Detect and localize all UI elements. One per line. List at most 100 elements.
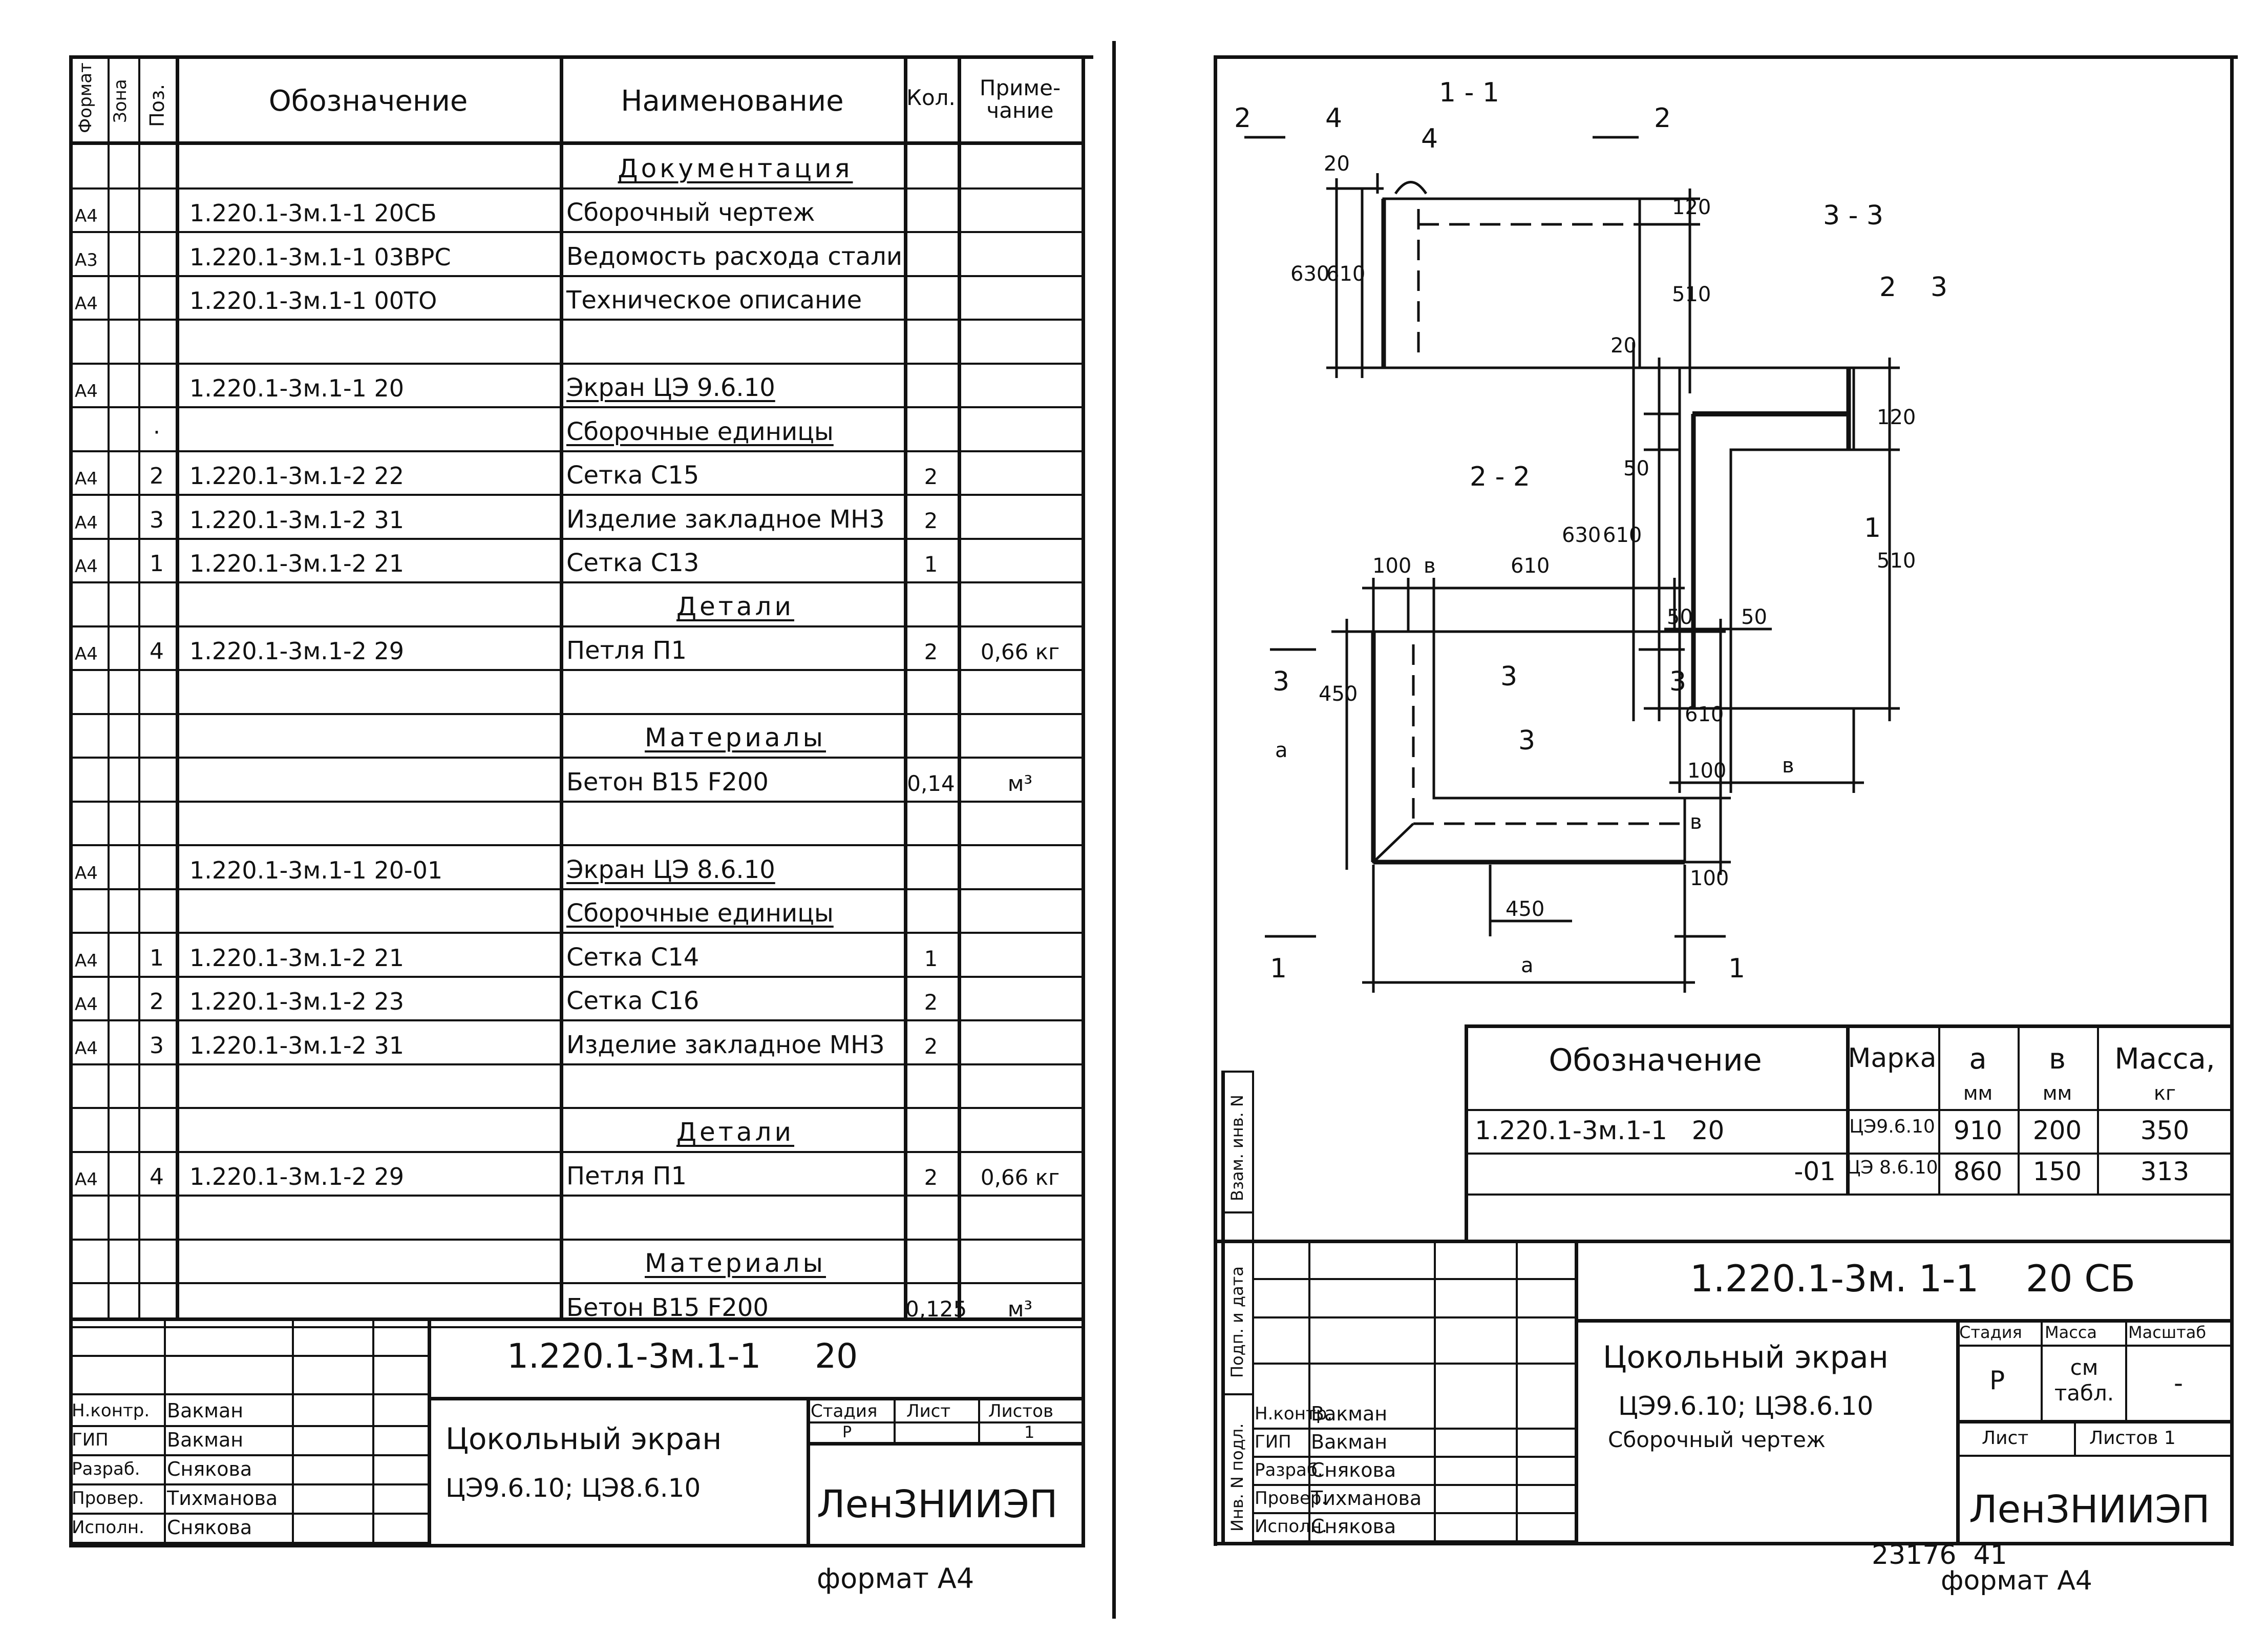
row-divider (69, 757, 1083, 759)
spec-cell-format: А3 (75, 249, 98, 270)
role-name: Тихманова (1311, 1487, 1422, 1510)
spec-cell-qty: 0,14 (907, 770, 955, 796)
right-sheet-label: Лист (1982, 1428, 2029, 1449)
dim: 100 (1687, 759, 1726, 783)
tb-line (1252, 1278, 1575, 1280)
marks-cell: -01 (1794, 1157, 1836, 1186)
row-divider (69, 1195, 1083, 1197)
marks-unit: мм (1963, 1082, 1993, 1104)
spec-cell-format: А4 (75, 950, 98, 971)
dim: 450 (1319, 682, 1358, 706)
tb-line (894, 1397, 896, 1443)
tb-line (428, 1397, 1083, 1400)
tb-top (1214, 1240, 2233, 1243)
spec-cell-pos: 2 (150, 989, 164, 1015)
side-strip (1221, 1393, 1252, 1395)
role-name: Снякова (167, 1458, 252, 1480)
marks-cell: 1.220.1-3м.1-1 20 (1475, 1116, 1725, 1145)
tb-line (807, 1397, 810, 1545)
tb-line (1956, 1345, 2233, 1347)
spec-cell-qty: 2 (924, 1165, 938, 1190)
role-divider (1252, 1484, 1575, 1486)
marks-unit: мм (2042, 1082, 2072, 1104)
right-title-line2: ЦЭ9.6.10; ЦЭ8.6.10 (1618, 1391, 1874, 1421)
spec-cell-format: А4 (75, 512, 98, 533)
spec-cell-qty: 2 (924, 464, 938, 489)
role-name: Снякова (167, 1516, 252, 1539)
cut-label: 2 (1234, 103, 1251, 134)
marks-cell: 910 (1953, 1116, 2003, 1145)
tb-line (807, 1442, 1083, 1446)
dim: в (1690, 810, 1702, 834)
role-label: ГИП (1255, 1432, 1291, 1452)
cut-label: 1 (1728, 953, 1745, 984)
left-stage: Р (842, 1423, 852, 1441)
spec-cell-designation: 1.220.1-3м.1-2 21 (189, 550, 405, 577)
spec-cell-pos: · (153, 419, 160, 446)
dim: 630 (1562, 524, 1601, 547)
row-divider (69, 932, 1083, 934)
side-strip (1221, 1071, 1252, 1073)
spec-cell-note: м³ (1007, 770, 1033, 796)
row-divider (69, 494, 1083, 496)
tb-line (1956, 1455, 2233, 1457)
dim: 630 (1290, 262, 1329, 286)
section-drawings: 1 - 1 3 - 3 2 - 2 2 2 3 3 1 1 4 4 2 3 1 … (1234, 77, 1947, 993)
dim: в (1782, 754, 1794, 778)
tb-line (1956, 1420, 2233, 1423)
spec-cell-qty: 2 (924, 990, 938, 1015)
callout-3: 3 (1518, 725, 1535, 756)
spec-cell-pos: 3 (150, 507, 164, 533)
tb-line (69, 1393, 428, 1395)
dim: 20 (1324, 152, 1350, 176)
spec-cell-name: Петля П1 (566, 636, 687, 665)
sheet-divider (1112, 41, 1116, 1619)
marks-header: в (2048, 1042, 2066, 1076)
spec-cell-format: А4 (75, 863, 98, 884)
spec-cell-format: А4 (75, 1169, 98, 1190)
role-divider (69, 1513, 428, 1515)
role-divider (69, 1454, 428, 1456)
side-label: Взам. инв. N (1227, 1095, 1247, 1201)
dim: 610 (1603, 524, 1642, 547)
right-doc-number: 1.220.1-3м. 1-1 20 СБ (1690, 1257, 2136, 1300)
row-divider (69, 1326, 1083, 1328)
header-zone: Зона (110, 79, 131, 123)
dim: а (1275, 739, 1288, 762)
spec-cell-pos: 1 (150, 551, 164, 577)
spec-cell-format: А4 (75, 644, 98, 664)
spec-cell-format: А4 (75, 381, 98, 402)
right-title-line1: Цокольный экран (1603, 1339, 1889, 1375)
right-mass-label: Масса (2045, 1323, 2097, 1342)
spec-cell-note: 0,66 кг (980, 1165, 1060, 1190)
role-name: Снякова (1311, 1515, 1396, 1538)
right-title-line3: Сборочный чертеж (1608, 1427, 1826, 1452)
frame-right (1082, 55, 1085, 1546)
marks-cell: ЦЭ9.6.10 (1849, 1116, 1935, 1137)
row-divider (69, 669, 1083, 671)
left-stage-label: Стадия (811, 1401, 878, 1421)
role-label: Разраб. (1255, 1460, 1323, 1480)
spec-cell-format: А4 (75, 556, 98, 577)
spec-cell-designation: 1.220.1-3м.1-1 00ТО (189, 287, 437, 315)
role-name: Вакман (1311, 1402, 1388, 1425)
tb-line (1434, 1240, 1436, 1542)
header-format: Формат (75, 62, 96, 133)
spec-cell-qty: 0,125 (905, 1296, 967, 1322)
row-divider (69, 406, 1083, 408)
role-label: Исполн. (72, 1517, 144, 1538)
spec-cell-pos: 4 (150, 638, 164, 664)
callout-1: 1 (1864, 513, 1881, 543)
spec-cell-name: Экран ЦЭ 8.6.10 (566, 855, 775, 884)
section-3-3-outline (1678, 366, 1855, 710)
marks-cell: 860 (1953, 1157, 2003, 1186)
left-sheets-label: Листов (988, 1401, 1054, 1421)
spec-cell-name: Детали (676, 591, 795, 621)
row-divider (69, 1282, 1083, 1284)
cut-label: 3 (1669, 666, 1686, 697)
left-doc-number: 1.220.1-3м.1-1 20 (507, 1336, 858, 1376)
tb-line (164, 1317, 166, 1544)
spec-cell-name: Сетка С14 (566, 943, 700, 972)
spec-cell-designation: 1.220.1-3м.1-1 03ВРС (189, 243, 451, 271)
marks-cell: 200 (2032, 1116, 2082, 1145)
